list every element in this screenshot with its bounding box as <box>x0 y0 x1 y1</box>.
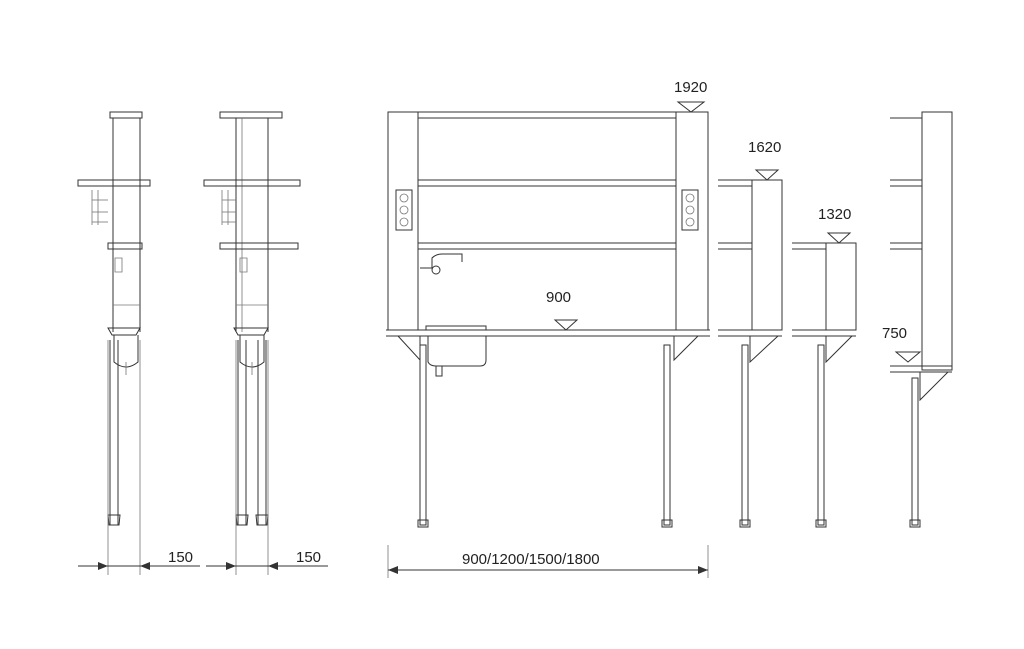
height-900-label: 900 <box>546 289 571 306</box>
width-options-label: 900/1200/1500/1800 <box>462 551 600 568</box>
height-1620-label: 1620 <box>748 139 781 156</box>
side-view-2-depth-label: 150 <box>296 549 321 566</box>
front-view-main <box>386 101 710 578</box>
side-view-1-depth-label: 150 <box>168 549 193 566</box>
front-view-1620 <box>718 169 783 528</box>
height-750-label: 750 <box>882 325 907 342</box>
front-view-1320 <box>792 232 857 528</box>
side-view-2 <box>203 111 328 575</box>
height-1320-label: 1320 <box>818 206 851 223</box>
side-view-1 <box>77 111 200 575</box>
front-view-750 <box>890 111 953 528</box>
height-1920-label: 1920 <box>674 79 707 96</box>
